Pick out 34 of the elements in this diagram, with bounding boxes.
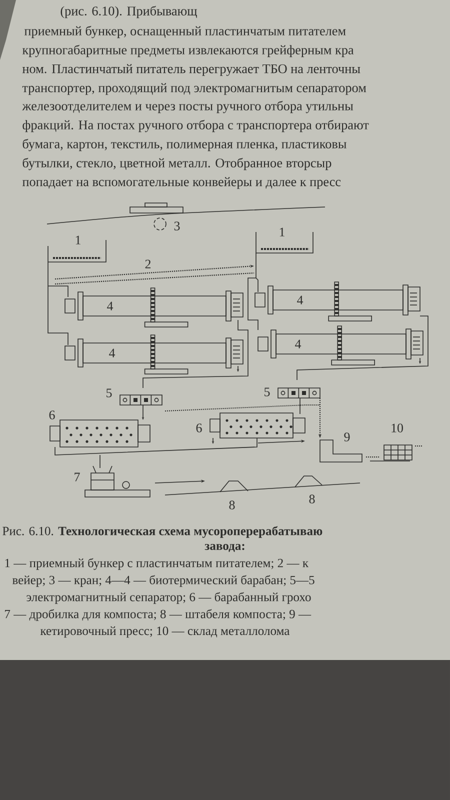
callout-number: 1 (76, 236, 80, 244)
callout-number: 10 (392, 424, 403, 432)
callout-number: 2 (145, 260, 151, 268)
caption-line: вейер; 3 — кран; 4—4 — биотермический барабан; 5—5 (12, 575, 314, 587)
callout-number: 6 (49, 410, 55, 420)
callout-number: 4 (295, 340, 302, 348)
caption-line: кетировочный пресс; 10 — склад металлолома (40, 626, 290, 638)
callout-number: 4 (107, 302, 114, 310)
body-text-line: (рис. 6.10). Прибывающ (60, 6, 197, 18)
caption-heading: завода: (204, 544, 244, 552)
caption-line: 1 — приемный бункер с пластинчатым питателем; 2 — к (5, 558, 309, 570)
callout-number: 5 (264, 388, 270, 396)
callout-number: 5 (106, 388, 112, 398)
body-text-line: фракций. На постах ручного отбора с транспортера отбирают (22, 120, 369, 132)
body-text-line: бумага, картон, текстиль, полимерная пленка, пластиковы (22, 138, 346, 152)
body-text-line: попадает на вспомогательные конвейеры и далее к пресс (22, 177, 341, 189)
caption-line: 7 — дробилка для компоста; 8 — штабеля компоста; 9 — (5, 609, 312, 621)
callout-number: 8 (309, 494, 315, 504)
callout-number: 9 (344, 432, 350, 442)
body-text-line: приемный бункер, оснащенный пластинчатым питателем (24, 26, 346, 38)
body-text-line: ном. Пластинчатый питатель перегружает ТБО на ленточны (22, 64, 360, 76)
callout-number: 3 (174, 222, 180, 230)
body-text-line: железоотделителем и через посты ручного отбора утильны (22, 100, 354, 114)
caption-line: электромагнитный сепаратор; 6 — барабанный грохо (26, 592, 311, 604)
body-text-line: крупногабаритные предметы извлекаются грейферным кра (22, 44, 354, 58)
body-text-line: транспортер, проходящий под электромагнитым сепаратором (22, 83, 366, 95)
callout-number: 8 (229, 500, 235, 510)
callout-number: 4 (109, 348, 116, 358)
caption-heading: Рис. 6.10. Технологическая схема мусороперерабатываю (2, 526, 322, 538)
callout-number: 6 (196, 424, 202, 432)
callout-number: 4 (297, 296, 304, 304)
body-text-line: бутылки, стекло, цветной металл. Отобранное вторсыр (22, 158, 332, 170)
callout-number: 7 (74, 472, 80, 482)
callout-number: 1 (280, 228, 284, 236)
